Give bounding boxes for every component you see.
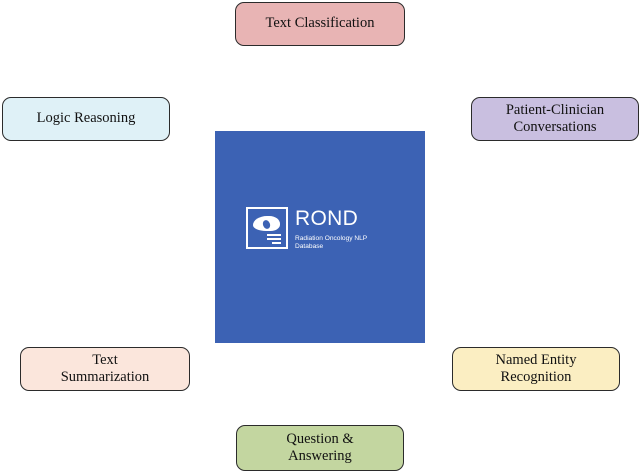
node-text-classification[interactable]: Text Classification: [235, 2, 405, 46]
rond-logo-subtitle: Radiation Oncology NLP Database: [295, 235, 368, 251]
node-label: Text Classification: [265, 15, 375, 32]
rond-logo-text: ROND Radiation Oncology NLP Database: [295, 207, 367, 252]
node-label: Question & Answering: [286, 430, 354, 464]
rond-liver-document-icon: [246, 207, 288, 249]
document-line-2: [267, 238, 281, 240]
document-line-3: [272, 242, 281, 244]
node-logic-reasoning[interactable]: Logic Reasoning: [2, 97, 170, 141]
node-named-entity[interactable]: Named Entity Recognition: [452, 347, 620, 391]
center-panel: [215, 131, 425, 343]
document-line-1: [267, 234, 281, 236]
node-patient-clinician[interactable]: Patient-Clinician Conversations: [471, 97, 639, 141]
rond-logo: ROND Radiation Oncology NLP Database: [246, 207, 396, 263]
rond-logo-title: ROND: [295, 207, 359, 230]
node-question-answering[interactable]: Question & Answering: [236, 425, 404, 471]
node-label: Named Entity Recognition: [495, 351, 577, 385]
node-text-summarization[interactable]: Text Summarization: [20, 347, 190, 391]
liver-shape: [253, 216, 280, 231]
node-label: Text Summarization: [60, 351, 150, 385]
node-label: Logic Reasoning: [36, 110, 136, 127]
node-label: Patient-Clinician Conversations: [505, 101, 605, 135]
